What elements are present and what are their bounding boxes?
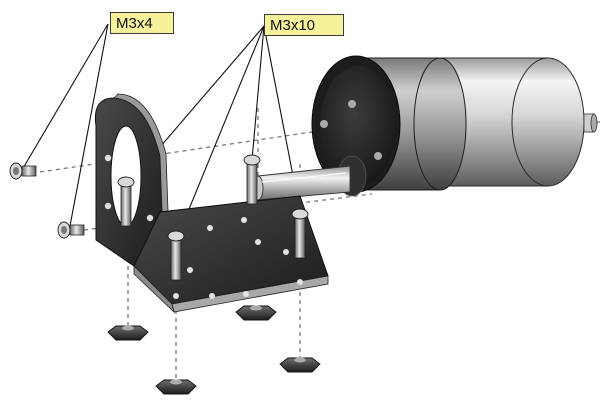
mount-hole-top bbox=[348, 100, 356, 108]
hex-nut-2 bbox=[235, 305, 277, 321]
mount-hole-right bbox=[374, 152, 382, 160]
m3x10-screw-1 bbox=[117, 176, 135, 227]
motor-output-shaft bbox=[252, 165, 351, 201]
m3x10-screw-4 bbox=[291, 208, 309, 259]
hex-nut-3 bbox=[279, 357, 321, 373]
hex-nut-1 bbox=[107, 325, 149, 341]
motor-front-housing bbox=[311, 55, 467, 197]
m3x4-screw-lower bbox=[57, 221, 85, 239]
mount-hole-left bbox=[320, 120, 328, 128]
callout-m3x10: M3x10 bbox=[264, 14, 344, 36]
callout-m3x4: M3x4 bbox=[110, 12, 174, 34]
hex-nut-4 bbox=[155, 379, 197, 395]
m3x10-screw-2 bbox=[243, 154, 261, 205]
m3x10-screw-3 bbox=[167, 230, 185, 281]
motor-gearbox-can bbox=[439, 57, 598, 187]
m3x4-screw-upper bbox=[9, 162, 37, 180]
